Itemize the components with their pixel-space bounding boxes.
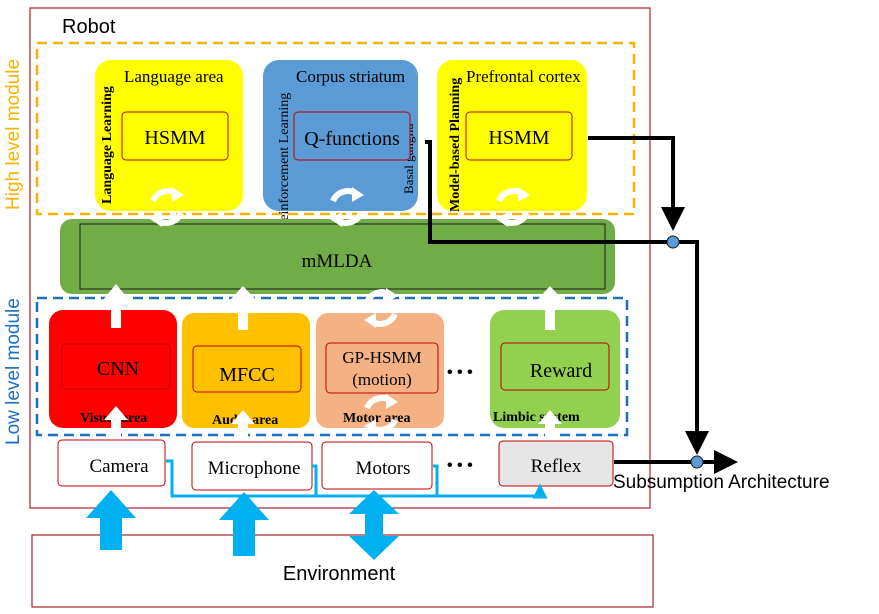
prefrontal-hsmm-label: HSMM	[488, 127, 549, 149]
language-hsmm-label: HSMM	[144, 127, 205, 149]
reinforcement-learning-label: Reinforcement Learning	[277, 93, 292, 230]
motors-label: Motors	[356, 458, 411, 479]
camera-box	[57, 439, 166, 487]
reward-label: Reward	[530, 360, 592, 382]
reflex-label: Reflex	[531, 456, 582, 477]
subsumption-lines	[425, 136, 738, 474]
motor-area-caption: Motor area	[343, 411, 411, 426]
motor-exchange-icon	[364, 288, 398, 328]
low-level-module-box	[35, 296, 629, 437]
more-sensors-ellipsis: • • •	[447, 457, 473, 474]
subsumption-architecture-label: Subsumption Architecture	[613, 472, 830, 493]
prefrontal-cortex-title: Prefrontal cortex	[466, 67, 581, 86]
motors-bidirectional-arrow	[349, 490, 399, 560]
language-area-title: Language area	[124, 67, 224, 86]
reflex-box	[498, 440, 614, 487]
cnn-label: CNN	[97, 358, 139, 380]
motors-box	[321, 441, 433, 490]
junction-node-top	[666, 235, 680, 249]
mmlda-block	[60, 219, 615, 294]
mmlda-label: mMLDA	[302, 251, 373, 272]
q-functions-label: Q-functions	[304, 128, 400, 150]
prefrontal-hsmm-box	[465, 111, 573, 161]
gp-hsmm-motion-label: (motion)	[352, 370, 412, 389]
camera-input-arrow	[86, 490, 136, 550]
cnn-box	[61, 343, 171, 390]
robot-container	[29, 7, 651, 509]
low-level-module-label: Low level module	[3, 298, 24, 445]
mfcc-label: MFCC	[219, 364, 275, 386]
reward-box	[500, 342, 610, 391]
more-modules-ellipsis: • • •	[447, 364, 473, 381]
junction-node-bottom	[690, 455, 704, 469]
microphone-label: Microphone	[208, 458, 301, 479]
model-based-planning-label: Model-based Planning	[448, 78, 463, 212]
sensor-to-reflex-lines	[166, 459, 548, 499]
environment-box	[31, 534, 654, 608]
gp-hsmm-box	[325, 342, 439, 394]
camera-label: Camera	[89, 456, 149, 477]
limbic-system-caption: Limbic system	[493, 410, 580, 425]
q-functions-box	[293, 111, 411, 161]
robot-label: Robot	[62, 16, 116, 38]
up-arrows-to-mmlda	[103, 284, 563, 330]
language-hsmm-box	[121, 111, 229, 161]
up-arrows-from-sensors	[104, 406, 562, 442]
high-level-module-label: High level module	[3, 59, 24, 210]
mfcc-box	[192, 345, 302, 393]
language-learning-label: Language Learning	[100, 86, 115, 204]
microphone-input-arrow	[219, 492, 269, 556]
environment-arrows	[86, 490, 399, 560]
gp-hsmm-label: GP-HSMM	[342, 348, 421, 367]
corpus-striatum-title: Corpus striatum	[296, 67, 405, 86]
environment-label: Environment	[283, 563, 396, 585]
